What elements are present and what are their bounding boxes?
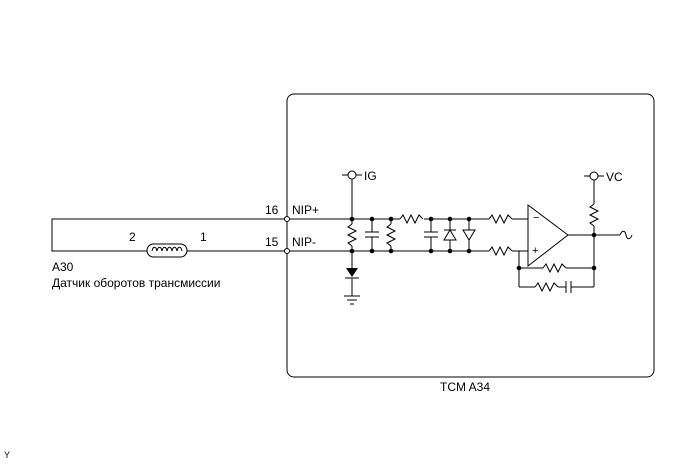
vc-supply-label: VC [606, 170, 623, 184]
sensor-connector-label: A30 [52, 260, 74, 274]
opamp-input-resistors [488, 213, 528, 257]
feedback-network [518, 251, 595, 293]
sensor-name-label: Датчик оборотов трансмиссии [52, 276, 220, 290]
svg-text:+: + [532, 245, 538, 257]
filter-capacitor-2 [424, 219, 438, 251]
comparator-opamp: − + [527, 204, 569, 268]
module-name-label: TCM A34 [440, 380, 490, 394]
pin-15-terminal [284, 248, 290, 254]
pin-16-signal: NIP+ [292, 203, 319, 217]
sensor-pin-1-label: 1 [200, 230, 207, 244]
pin-16-terminal [284, 216, 290, 222]
harness-wires [51, 218, 287, 252]
shunt-resistor [385, 219, 397, 251]
corner-mark: Y [4, 450, 10, 460]
ig-supply [342, 170, 362, 219]
ig-supply-label: IG [364, 169, 377, 183]
input-resistor-and-diode [344, 219, 360, 305]
pin-16-number: 16 [265, 203, 279, 217]
clamp-diode-2 [462, 219, 476, 251]
filter-capacitor-1 [365, 219, 379, 251]
svg-text:−: − [533, 212, 539, 224]
series-resistor [399, 213, 424, 225]
output-and-vc-pullup [568, 171, 633, 268]
junction-dots [349, 216, 597, 271]
pin-15-number: 15 [265, 235, 279, 249]
tcm-module-box [286, 93, 655, 378]
sensor-pin-2-label: 2 [129, 230, 136, 244]
speed-sensor-coil [146, 243, 188, 258]
clamp-diode-1 [443, 219, 457, 251]
pin-15-signal: NIP- [292, 235, 316, 249]
